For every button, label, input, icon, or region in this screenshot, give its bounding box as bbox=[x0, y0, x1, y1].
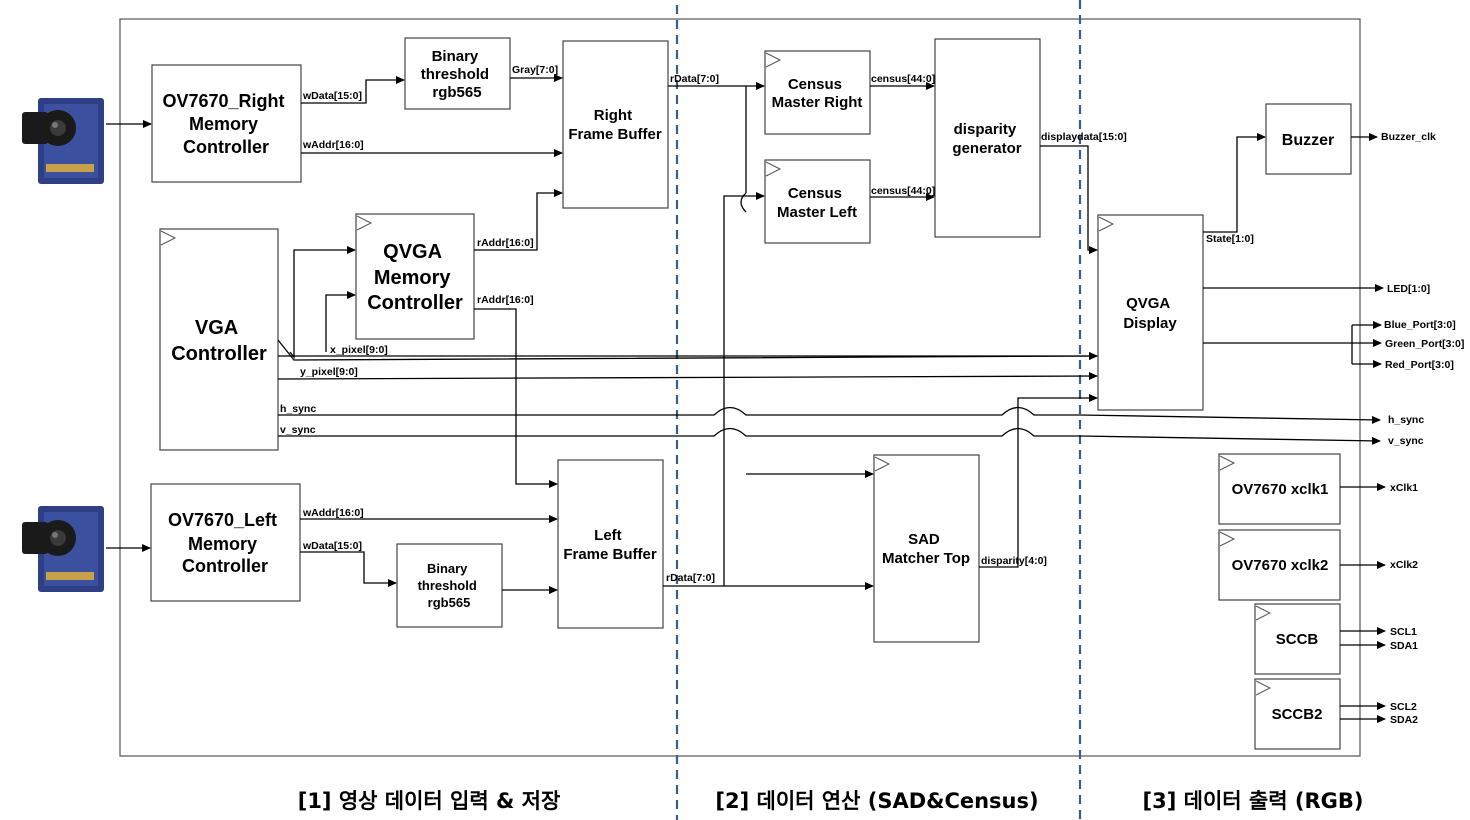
svg-text:LED[1:0]: LED[1:0] bbox=[1387, 283, 1430, 295]
svg-text:v_sync: v_sync bbox=[1388, 435, 1424, 447]
svg-text:SDA1: SDA1 bbox=[1390, 640, 1418, 652]
svg-text:Buzzer: Buzzer bbox=[1282, 132, 1334, 149]
svg-text:disparity[4:0]: disparity[4:0] bbox=[981, 555, 1047, 567]
svg-text:Left Frame Buffer: Left Frame Buffer bbox=[563, 527, 657, 563]
svg-text:wData[15:0]: wData[15:0] bbox=[302, 540, 362, 552]
sccb-block: SCCB bbox=[1254, 603, 1341, 675]
svg-text:SCCB2: SCCB2 bbox=[1272, 706, 1323, 723]
svg-text:h_sync: h_sync bbox=[280, 403, 316, 415]
svg-text:Gray[7:0]: Gray[7:0] bbox=[512, 64, 558, 76]
svg-text:Green_Port[3:0]: Green_Port[3:0] bbox=[1385, 338, 1464, 350]
svg-text:h_sync: h_sync bbox=[1388, 414, 1424, 426]
svg-text:displaydata[15:0]: displaydata[15:0] bbox=[1041, 131, 1127, 143]
svg-text:Red_Port[3:0]: Red_Port[3:0] bbox=[1385, 359, 1454, 371]
binary-threshold-bottom: Binary threshold rgb565 bbox=[396, 543, 503, 628]
svg-text:y_pixel[9:0]: y_pixel[9:0] bbox=[300, 366, 358, 378]
sad-matcher-top: SAD Matcher Top bbox=[873, 454, 980, 643]
svg-text:wAddr[16:0]: wAddr[16:0] bbox=[302, 507, 364, 519]
output-port-labels: Buzzer_clk LED[1:0] Blue_Port[3:0] Green… bbox=[1381, 131, 1464, 726]
svg-text:xClk1: xClk1 bbox=[1390, 482, 1418, 494]
svg-text:OV7670_Left Memory: OV7670_Left Memory Controller bbox=[168, 510, 282, 576]
svg-text:Right Frame Buffer: Right Frame Buffer bbox=[568, 107, 662, 143]
vga-controller: VGA Controller bbox=[159, 228, 279, 451]
system-boundary bbox=[119, 18, 1361, 757]
right-frame-buffer: Right Frame Buffer bbox=[562, 40, 669, 209]
section-title-computation: [2] 데이터 연산 (SAD&Census) bbox=[715, 789, 1038, 813]
qvga-memory-controller: QVGA Memory Controller bbox=[355, 213, 475, 340]
svg-text:Census Master Right: Census Master Right bbox=[772, 76, 863, 111]
svg-text:rAddr[16:0]: rAddr[16:0] bbox=[477, 237, 534, 249]
svg-text:SCL1: SCL1 bbox=[1390, 626, 1417, 638]
svg-text:census[44:0]: census[44:0] bbox=[871, 73, 935, 85]
qvga-display: QVGA Display bbox=[1097, 214, 1204, 411]
svg-text:Blue_Port[3:0]: Blue_Port[3:0] bbox=[1384, 319, 1456, 331]
wires bbox=[106, 74, 1386, 723]
svg-text:wAddr[16:0]: wAddr[16:0] bbox=[302, 139, 364, 151]
svg-text:SCL2: SCL2 bbox=[1390, 701, 1417, 713]
svg-text:v_sync: v_sync bbox=[280, 424, 316, 436]
svg-text:State[1:0]: State[1:0] bbox=[1206, 233, 1254, 245]
svg-text:x_pixel[9:0]: x_pixel[9:0] bbox=[330, 344, 388, 356]
ov7670-right-memory-controller: OV7670_Right Memory Controller bbox=[151, 64, 302, 183]
svg-text:rData[7:0]: rData[7:0] bbox=[666, 572, 715, 584]
camera-left-icon bbox=[22, 506, 104, 592]
census-master-right: Census Master Right bbox=[764, 50, 871, 135]
svg-text:census[44:0]: census[44:0] bbox=[871, 185, 935, 197]
svg-text:OV7670_Right Memory: OV7670_Right Memory Controller bbox=[162, 91, 289, 157]
disparity-generator: disparity generator bbox=[934, 38, 1041, 238]
svg-text:QVGA Memory Contro: QVGA Memory Controller bbox=[367, 241, 463, 314]
ov7670-xclk2: OV7670 xclk2 bbox=[1218, 529, 1341, 601]
svg-text:QVGA Display: QVGA Display bbox=[1123, 295, 1177, 332]
svg-text:SDA2: SDA2 bbox=[1390, 714, 1418, 726]
svg-text:OV7670 xclk2: OV7670 xclk2 bbox=[1232, 557, 1329, 574]
binary-threshold-top: Binary threshold rgb565 bbox=[404, 37, 511, 110]
camera-right-icon bbox=[22, 98, 104, 184]
buzzer-block: Buzzer bbox=[1265, 103, 1352, 175]
svg-text:SCCB: SCCB bbox=[1276, 631, 1319, 648]
ov7670-xclk1: OV7670 xclk1 bbox=[1218, 453, 1341, 525]
svg-text:Binary threshold r: Binary threshold rgb565 bbox=[421, 48, 494, 101]
svg-text:rData[7:0]: rData[7:0] bbox=[670, 73, 719, 85]
sccb2-block: SCCB2 bbox=[1254, 678, 1341, 750]
section-title-output: [3] 데이터 출력 (RGB) bbox=[1143, 789, 1364, 813]
svg-text:Buzzer_clk: Buzzer_clk bbox=[1381, 131, 1436, 143]
svg-text:disparity generator: disparity generator bbox=[952, 121, 1021, 157]
svg-text:xClk2: xClk2 bbox=[1390, 559, 1418, 571]
ov7670-left-memory-controller: OV7670_Left Memory Controller bbox=[150, 483, 301, 602]
svg-text:SAD Matcher Top: SAD Matcher Top bbox=[882, 531, 970, 567]
svg-text:Census Master Left: Census Master Left bbox=[777, 185, 857, 221]
section-title-input-storage: [1] 영상 데이터 입력 & 저장 bbox=[298, 789, 561, 813]
left-frame-buffer: Left Frame Buffer bbox=[557, 459, 664, 629]
census-master-left: Census Master Left bbox=[764, 159, 871, 244]
svg-text:rAddr[16:0]: rAddr[16:0] bbox=[477, 294, 534, 306]
signal-labels: wData[15:0] wAddr[16:0] Gray[7:0] rData[… bbox=[280, 64, 1254, 584]
svg-text:Binary threshold r: Binary threshold rgb565 bbox=[418, 561, 481, 610]
svg-text:OV7670 xclk1: OV7670 xclk1 bbox=[1232, 481, 1329, 498]
svg-text:wData[15:0]: wData[15:0] bbox=[302, 90, 362, 102]
svg-text:VGA Controller: VGA Controller bbox=[171, 317, 267, 365]
